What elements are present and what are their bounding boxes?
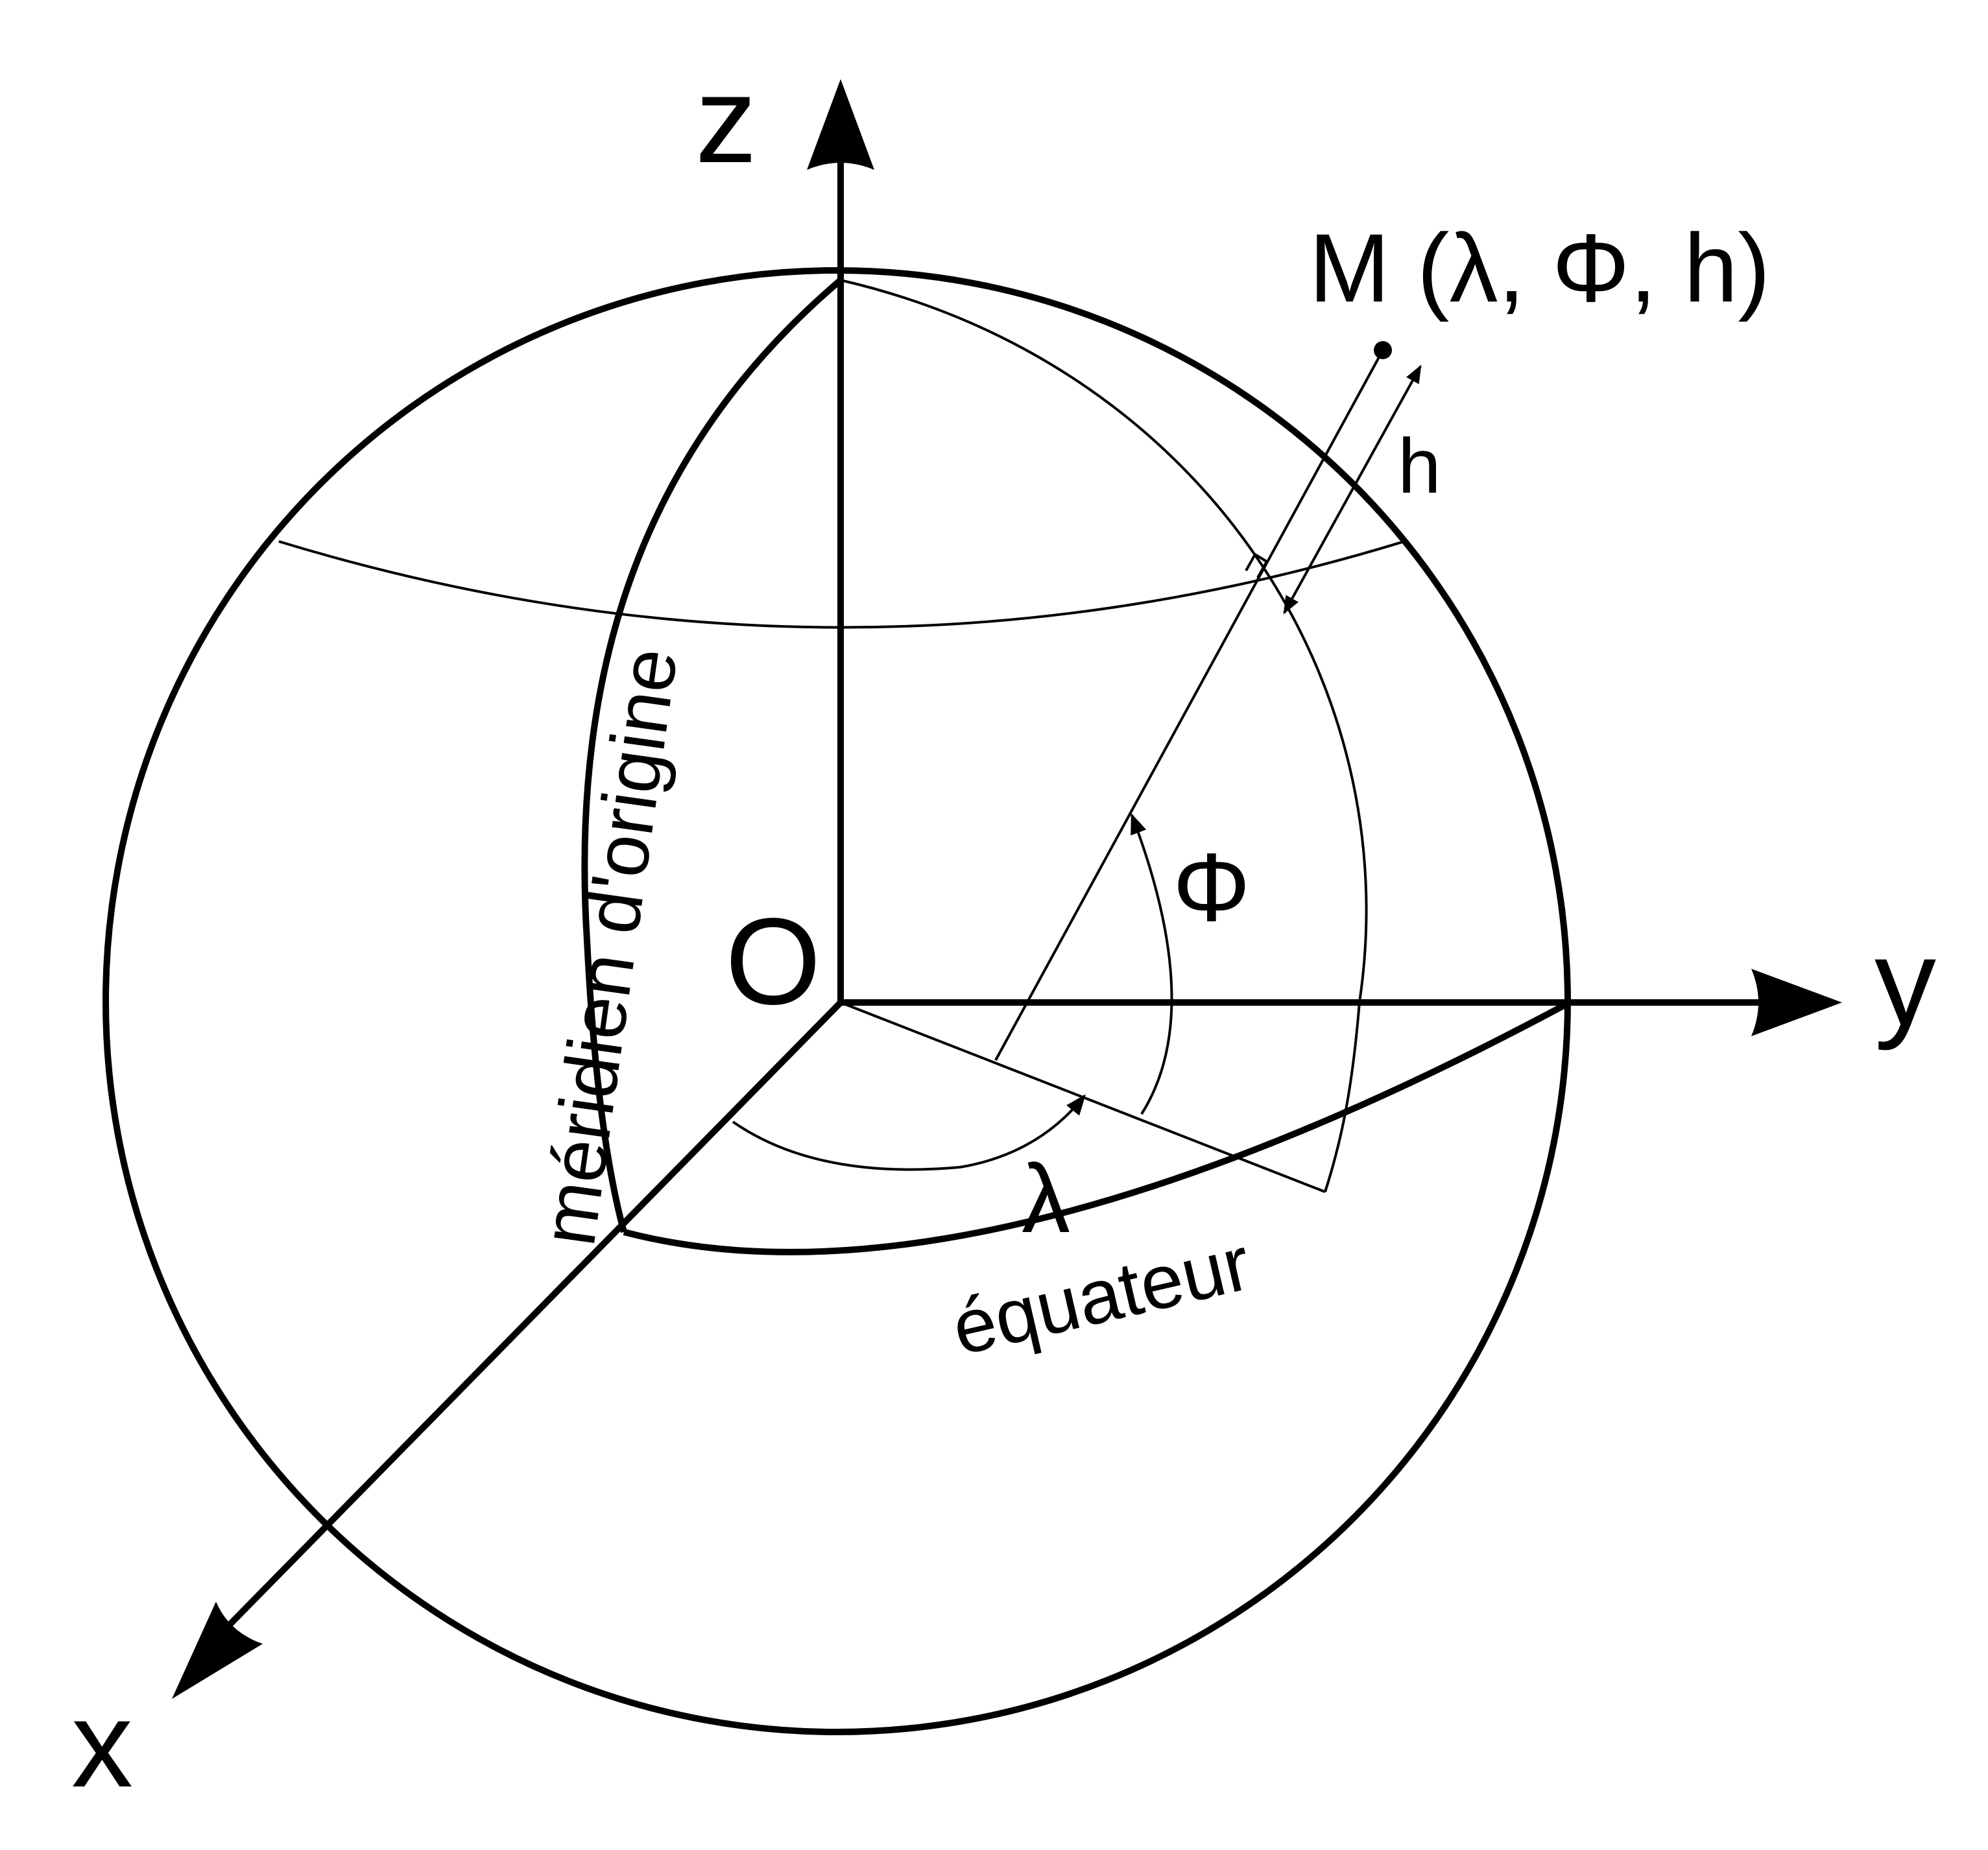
longitude-arc xyxy=(732,1094,1086,1171)
right-angle-mark xyxy=(1245,552,1269,578)
origin-label: O xyxy=(725,893,821,1030)
ink-group xyxy=(102,149,1784,1735)
axis-z-label: z xyxy=(695,51,757,189)
x-axis xyxy=(211,1000,843,1643)
height-label: h xyxy=(1398,423,1441,510)
prime-meridian-curve xyxy=(581,278,843,1233)
point-m-dot xyxy=(1374,341,1392,359)
x-axis-arrowhead xyxy=(172,1602,263,1699)
height-arrow xyxy=(1283,364,1422,615)
meridian-of-m xyxy=(840,279,1368,1192)
latitude-arc xyxy=(1131,813,1173,1115)
point-m-label: M (λ, Φ, h) xyxy=(1309,213,1770,322)
axis-x-label: x xyxy=(71,1676,133,1813)
normal-line xyxy=(994,350,1384,1061)
y-axis-arrowhead xyxy=(1751,969,1842,1036)
axis-y-label: y xyxy=(1874,914,1936,1051)
meridian-label: méridien d'origine xyxy=(525,643,694,1251)
equator-curve xyxy=(623,999,1572,1255)
latitude-label: Φ xyxy=(1173,833,1251,942)
equator-label: équateur xyxy=(944,1220,1258,1371)
longitude-label: λ xyxy=(1022,1144,1070,1253)
z-axis-arrowhead xyxy=(807,79,874,170)
